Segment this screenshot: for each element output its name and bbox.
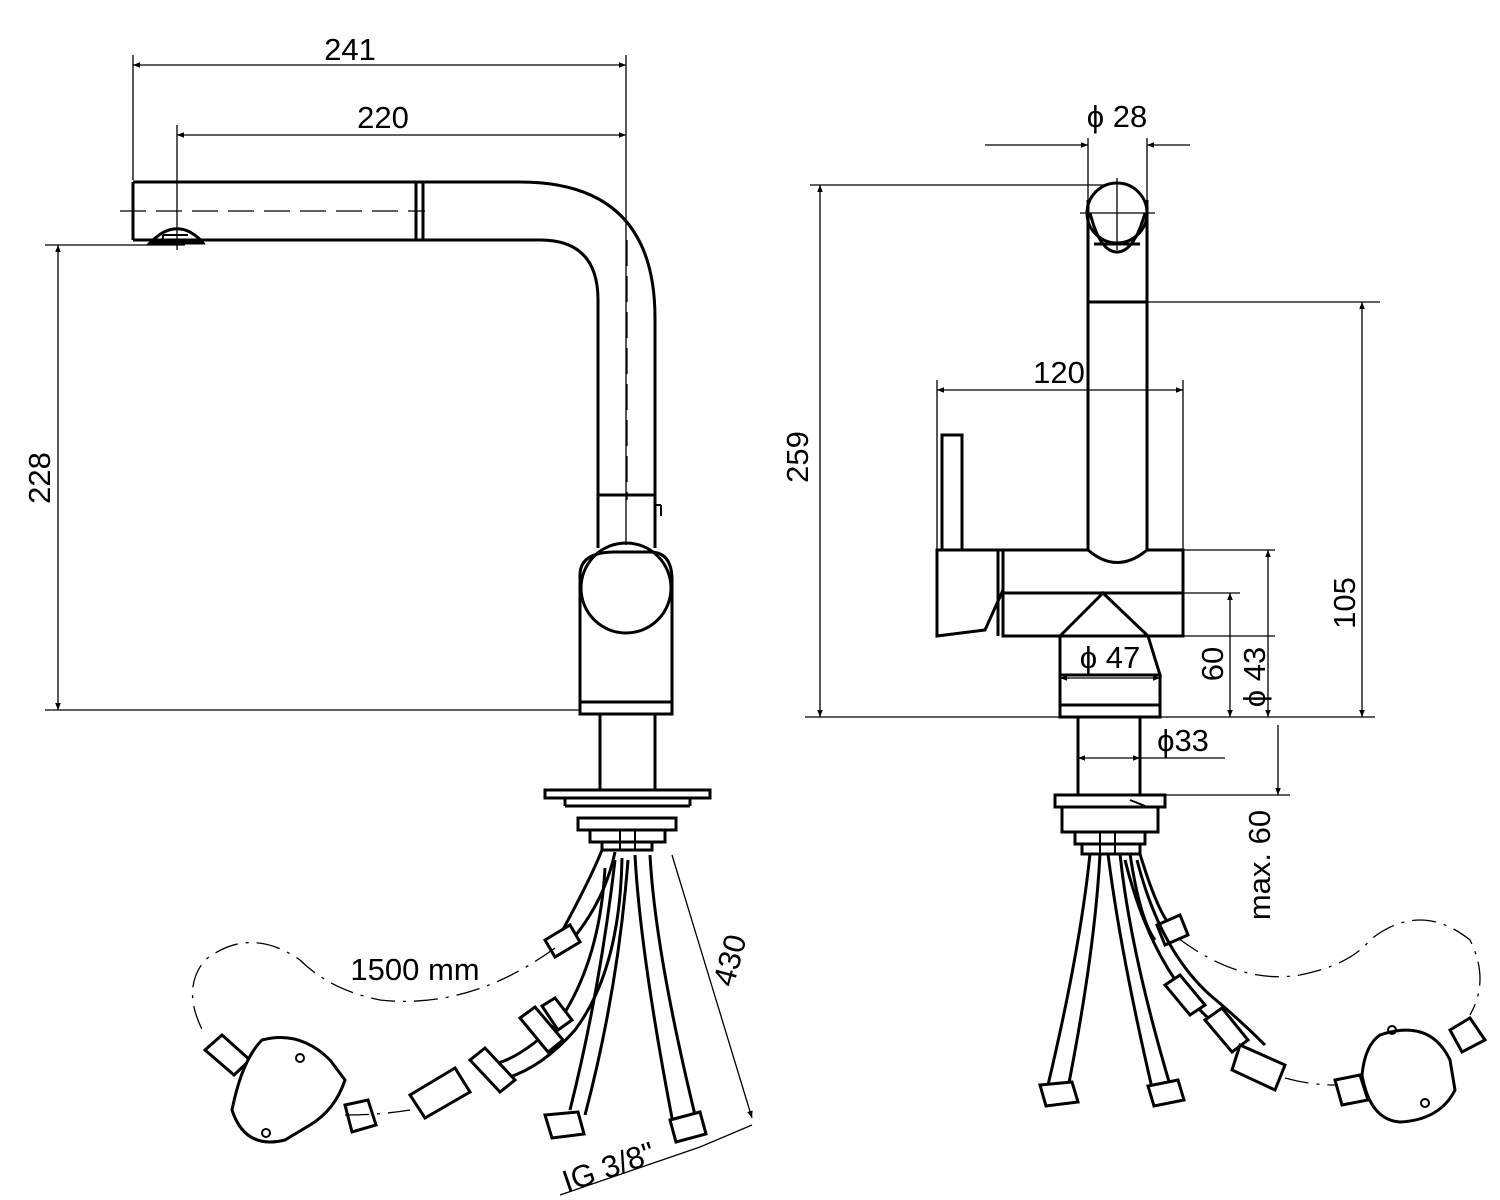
dim-lever-reach: 120 <box>1033 355 1085 390</box>
front-view: ϕ 28 259 120 105 ϕ 47 60 ϕ 43 ϕ33 max. 6… <box>780 99 1488 1124</box>
dim-max-countertop: max. 60 <box>1242 810 1277 920</box>
front-body <box>1001 548 1185 856</box>
front-spout <box>1080 178 1155 550</box>
spout-outline <box>120 180 662 548</box>
dim-shank-diameter: ϕ33 <box>1157 723 1209 758</box>
dim-base-diameter: ϕ 47 <box>1080 640 1140 675</box>
lever-hub <box>579 541 673 635</box>
dim-outlet-height: 228 <box>22 452 57 504</box>
dim-spout-diameter: ϕ 28 <box>1087 99 1147 134</box>
front-hoses <box>1038 853 1488 1124</box>
side-dimensions <box>45 55 753 1196</box>
dim-body-diameter: ϕ 43 <box>1237 647 1272 707</box>
dim-total-reach: 241 <box>324 32 376 67</box>
dim-hose-drop: 430 <box>706 931 753 990</box>
mixer-body <box>543 541 712 852</box>
side-hoses <box>191 849 708 1144</box>
dim-base-height: 60 <box>1195 647 1230 681</box>
dim-spout-reach: 220 <box>357 100 409 135</box>
front-dimensions <box>805 138 1380 796</box>
dim-total-height: 259 <box>780 431 815 483</box>
dim-thread: IG 3/8" <box>558 1135 660 1199</box>
front-lever <box>935 433 1005 638</box>
dim-hose-length: 1500 mm <box>350 952 479 987</box>
side-view: 241 220 228 1500 mm 430 IG 3/8" <box>22 32 753 1199</box>
dim-body-height: 105 <box>1327 577 1362 629</box>
